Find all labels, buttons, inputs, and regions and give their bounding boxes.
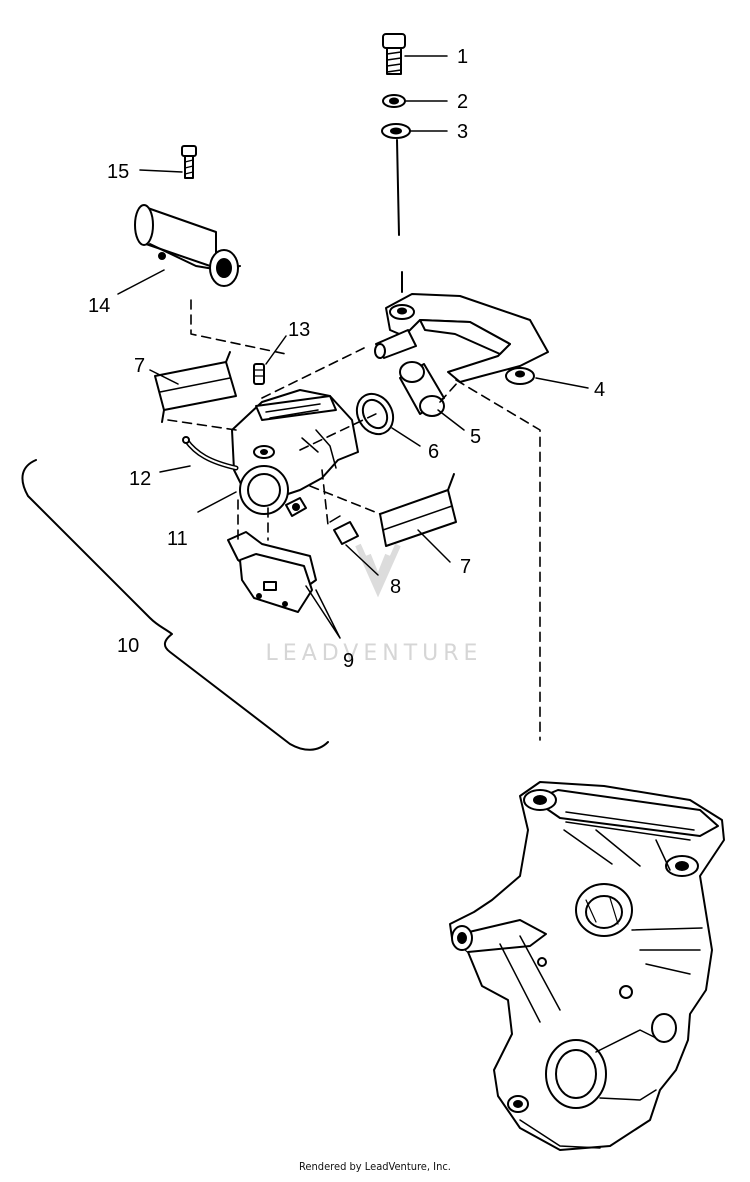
part-7-shim-upper [154, 351, 237, 423]
leadventure-watermark: LEADVENTURE [266, 543, 483, 666]
callout-13: 13 [288, 319, 310, 341]
callout-leaders [117, 55, 589, 639]
callout-1: 1 [457, 46, 468, 68]
callout-5: 5 [470, 426, 481, 448]
part-7-shim-lower [379, 473, 457, 547]
part-1-bolt [382, 33, 406, 75]
callout-3: 3 [457, 121, 468, 143]
assembly-lines [167, 299, 541, 741]
callout-12: 12 [129, 468, 151, 490]
part-9-brake-pads [227, 531, 317, 613]
callout-7-upper: 7 [134, 355, 145, 377]
part-11-caliper-housing [231, 389, 359, 517]
callout-numbers: 1 2 3 4 5 6 7 7 8 9 10 11 12 13 14 15 [88, 46, 605, 672]
part-4-caliper-bracket [374, 293, 549, 385]
watermark-text: LEADVENTURE [266, 641, 483, 666]
callout-9: 9 [343, 650, 354, 672]
part-12-brake-hose [182, 436, 239, 471]
callout-14: 14 [88, 295, 110, 317]
callout-4: 4 [594, 379, 605, 401]
callout-10: 10 [117, 635, 139, 657]
callout-2: 2 [457, 91, 468, 113]
callout-6: 6 [428, 441, 439, 463]
part-15-bolt [181, 145, 197, 179]
axis-line-bolt [396, 139, 403, 293]
part-3-washer [381, 123, 411, 139]
callout-15: 15 [107, 161, 129, 183]
part-14-connector [134, 204, 241, 287]
part-13-bleeder-screw [253, 363, 265, 385]
callout-8: 8 [390, 576, 401, 598]
callout-7-lower: 7 [460, 556, 471, 578]
callout-10-brace [21, 459, 329, 751]
part-5-piston [399, 361, 445, 417]
callout-11: 11 [167, 528, 188, 550]
part-8-fitting [329, 515, 359, 545]
part-2-lock-washer [382, 94, 406, 108]
engine-case-housing [449, 781, 725, 1151]
footer-credit: Rendered by LeadVenture, Inc. [299, 1160, 451, 1173]
